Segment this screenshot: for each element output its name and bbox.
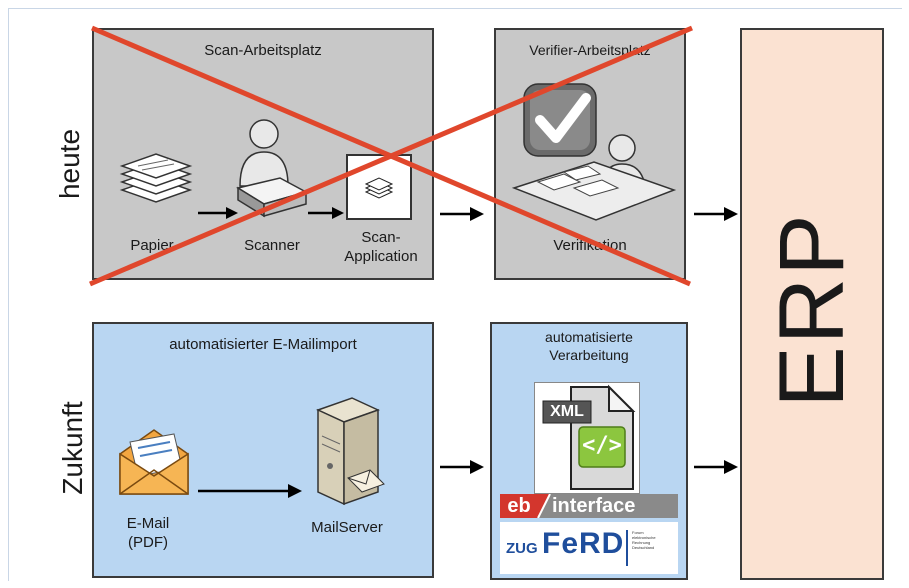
slash-divider-icon (537, 494, 551, 518)
scan-workstation-title: Scan-Arbeitsplatz (204, 42, 322, 59)
envelope-icon (119, 429, 189, 495)
code-symbol: </> (582, 433, 622, 458)
label-mailserver: MailServer (311, 519, 383, 536)
verifier-person-icon (511, 83, 677, 221)
label-scan-application: Scan- Application (344, 229, 418, 265)
scan-application-icon (346, 154, 412, 220)
xml-label: XML (550, 403, 584, 420)
erp-box: ERP (740, 28, 884, 580)
arrow-processing-to-erp (694, 460, 738, 474)
verifier-workstation-box: Verifier-Arbeitsplatz Verifikation (494, 28, 686, 280)
ebinterface-logo: eb interface (500, 494, 678, 518)
label-email-pdf: E-Mail (PDF) (126, 515, 170, 551)
arrow-verifier-to-erp (694, 207, 738, 221)
automated-processing-title: automatisierte Verarbeitung (545, 329, 633, 363)
label-papier: Papier (130, 237, 174, 254)
ebinterface-suffix: interface (552, 495, 636, 517)
verifier-workstation-title: Verifier-Arbeitsplatz (529, 42, 651, 58)
arrow-scan-to-verifier (440, 207, 484, 221)
ebinterface-prefix: eb (500, 494, 538, 518)
scanner-person-icon (236, 119, 308, 218)
xml-document-icon: XML </> (534, 382, 640, 494)
arrow-scanner-application (308, 207, 344, 219)
scan-workstation-box: Scan-Arbeitsplatz Papier Scanner Scan- A… (92, 28, 434, 280)
zugferd-ferd: FeRD (542, 527, 625, 560)
email-import-title: automatisierter E-Mailimport (169, 336, 357, 353)
automated-processing-box: automatisierte Verarbeitung XML </> eb i… (490, 322, 688, 580)
arrow-email-to-server (198, 484, 302, 498)
paper-stack-icon (119, 153, 193, 203)
zugferd-zug: ZUG (506, 540, 538, 557)
arrow-email-to-processing (440, 460, 484, 474)
email-import-box: automatisierter E-Mailimport E-Mail (PDF… (92, 322, 434, 578)
erp-label: ERP (761, 212, 863, 408)
label-scanner: Scanner (244, 237, 300, 254)
zugferd-divider (626, 530, 628, 566)
mail-server-icon (316, 397, 385, 506)
zugferd-logo: ZUG FeRD Forum elektronische Rechnung De… (500, 522, 678, 574)
arrow-papier-scanner (198, 207, 238, 219)
zugferd-small-text: Forum elektronische Rechnung Deutschland (632, 530, 656, 550)
